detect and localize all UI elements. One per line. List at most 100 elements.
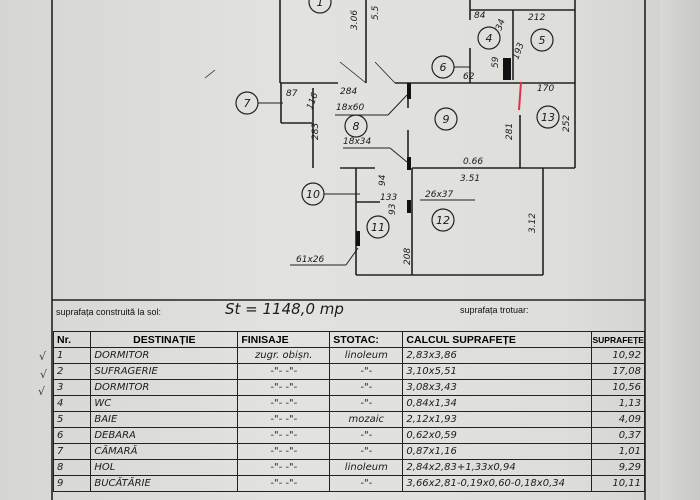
rooms-table: Nr. DESTINAȚIE FINISAJE STOTAC: CALCUL S…: [52, 331, 645, 492]
check-mark: √: [40, 368, 48, 381]
dimension-label: 87: [286, 89, 298, 99]
row-finishes: zugr. obișn.: [237, 347, 331, 364]
dimension-label: 252: [562, 115, 572, 132]
row-finishes: -"- -"-: [237, 395, 331, 412]
col-finishes: FINISAJE: [237, 331, 331, 348]
row-destination: WC: [90, 395, 239, 412]
room-number: 11: [371, 221, 385, 234]
row-flooring: -"-: [329, 475, 404, 492]
col-destination: DESTINAȚIE: [90, 331, 239, 348]
room-number: 13: [541, 111, 555, 124]
room-marker: [477, 26, 501, 50]
row-number: 2: [52, 363, 92, 380]
col-flooring: STOTAC:: [329, 331, 404, 348]
dimension-label: 94: [378, 174, 388, 186]
room-marker: [235, 91, 259, 115]
dimension-label: 18x34: [343, 137, 372, 147]
row-number: 8: [52, 459, 92, 476]
dimension-label: 34: [494, 18, 507, 32]
row-number: 4: [52, 395, 92, 412]
row-flooring: linoleum: [329, 459, 404, 476]
room-number: 5: [539, 34, 546, 47]
room-number: 8: [353, 120, 360, 133]
row-flooring: -"-: [329, 363, 404, 380]
room-marker: [344, 114, 368, 138]
dimension-label: 26x37: [425, 190, 454, 200]
dimension-label: 3.06: [350, 10, 360, 30]
dimension-label: 93: [388, 203, 398, 215]
room-marker: [536, 105, 560, 129]
row-area: 17,08: [591, 363, 645, 380]
table-header: Nr. DESTINAȚIE FINISAJE STOTAC: CALCUL S…: [52, 331, 645, 348]
row-number: 5: [52, 411, 92, 428]
row-number: 3: [52, 379, 92, 396]
row-destination: BUCĂTĂRIE: [90, 475, 239, 492]
dimension-label: 84: [474, 11, 486, 21]
room-marker: [366, 215, 390, 239]
row-area: 4,09: [591, 411, 645, 428]
dimension-label: 133: [380, 193, 397, 203]
col-nr: Nr.: [52, 331, 92, 348]
dimension-label: 5.5: [371, 5, 381, 20]
room-number: 10: [306, 188, 320, 201]
row-area: 1,01: [591, 443, 645, 460]
row-area: 10,11: [591, 475, 645, 492]
room-marker: [431, 55, 455, 79]
dimension-label: 283: [311, 123, 321, 140]
row-finishes: -"- -"-: [237, 443, 331, 460]
row-destination: DEBARA: [90, 427, 239, 444]
row-destination: DORMITOR: [90, 379, 239, 396]
row-flooring: mozaic: [329, 411, 404, 428]
row-number: 7: [52, 443, 92, 460]
row-destination: SUFRAGERIE: [90, 363, 239, 380]
dimension-label: 281: [505, 123, 515, 140]
page-edge: [660, 0, 700, 500]
row-area: 1,13: [591, 395, 645, 412]
row-number: 1: [52, 347, 92, 364]
room-marker: [301, 182, 325, 206]
col-area: SUPRAFEȚE: [591, 331, 645, 348]
row-destination: BAIE: [90, 411, 239, 428]
dimension-label: 18x60: [336, 103, 365, 113]
room-number: 7: [244, 97, 251, 110]
dimension-label: 62: [463, 72, 475, 82]
row-finishes: -"- -"-: [237, 475, 331, 492]
dimension-label: 116: [305, 91, 320, 111]
room-number: 9: [443, 113, 450, 126]
row-area-calc: 2,83x3,86: [402, 347, 593, 364]
row-area-calc: 3,66x2,81-0,19x0,60-0,18x0,34: [402, 475, 593, 492]
row-flooring: -"-: [329, 427, 404, 444]
row-area: 10,92: [591, 347, 645, 364]
room-number: 4: [486, 32, 493, 45]
row-area-calc: 3,08x3,43: [402, 379, 593, 396]
row-area-calc: 0,62x0,59: [402, 427, 593, 444]
check-mark: √: [39, 350, 47, 363]
dimension-label: 3.51: [460, 174, 480, 184]
room-number: 12: [436, 214, 450, 227]
dimension-label: 59: [491, 56, 501, 68]
row-area-calc: 2,84x2,83+1,33x0,94: [402, 459, 593, 476]
row-finishes: -"- -"-: [237, 427, 331, 444]
row-area-calc: 0,87x1,16: [402, 443, 593, 460]
row-destination: DORMITOR: [90, 347, 239, 364]
dimension-label: 284: [340, 87, 357, 97]
row-area-calc: 0,84x1,34: [402, 395, 593, 412]
row-destination: HOL: [90, 459, 239, 476]
row-number: 9: [52, 475, 92, 492]
row-finishes: -"- -"-: [237, 363, 331, 380]
row-finishes: -"- -"-: [237, 459, 331, 476]
room-number: 6: [440, 61, 447, 74]
dimension-label: 170: [537, 84, 554, 94]
row-flooring: -"-: [329, 395, 404, 412]
sidewalk-area-label: suprafața trotuar:: [460, 305, 529, 315]
row-area: 0,37: [591, 427, 645, 444]
